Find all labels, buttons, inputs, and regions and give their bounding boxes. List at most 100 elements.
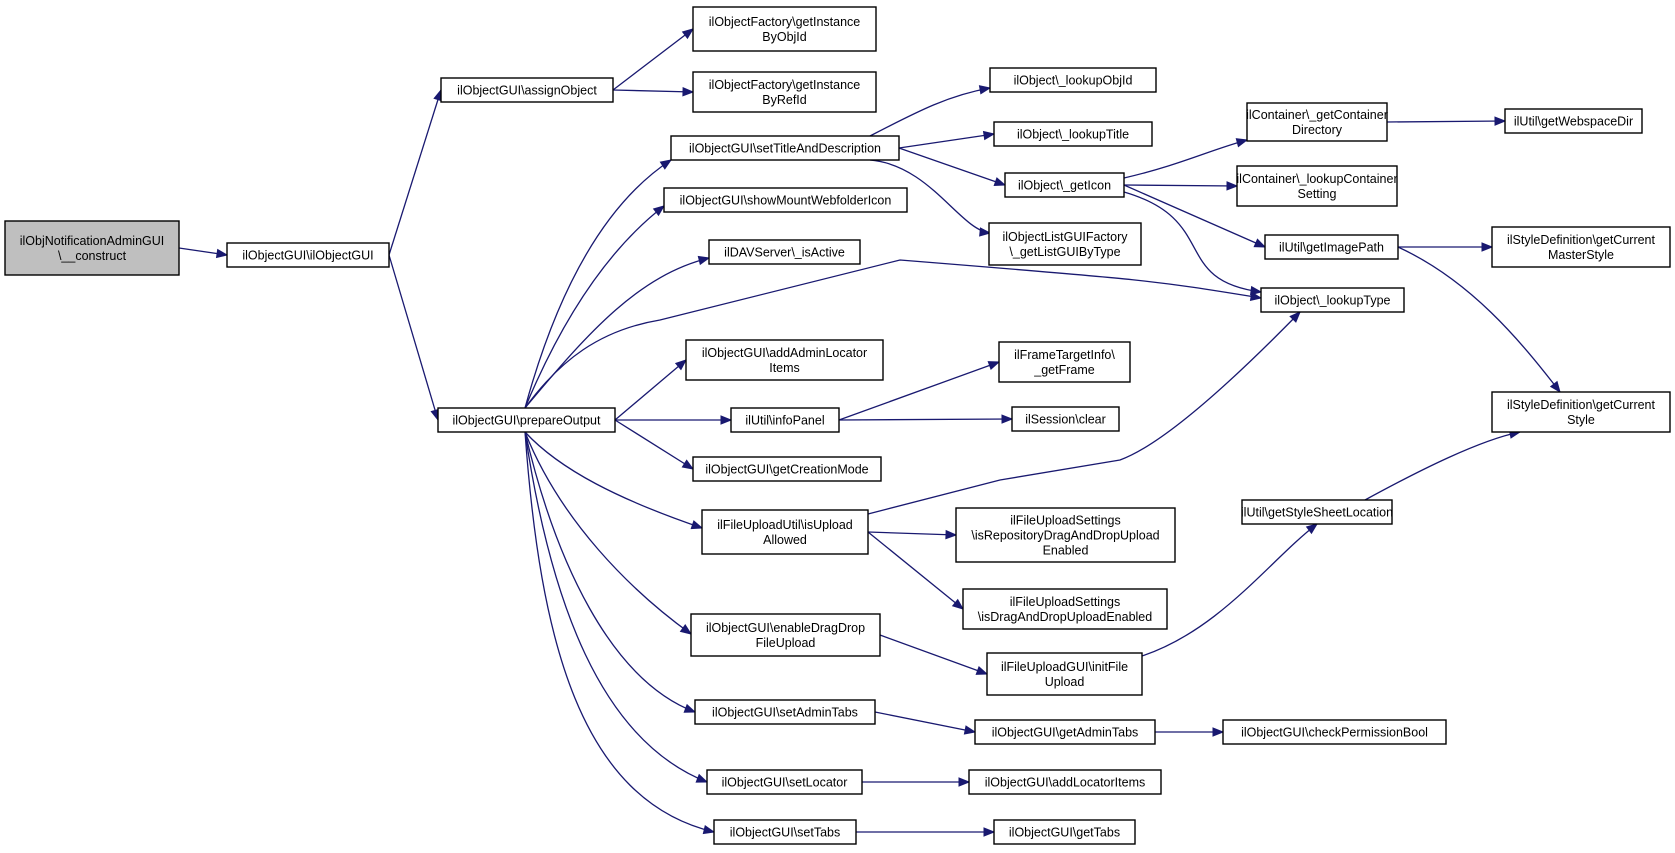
edge-enabledd-to-initupload bbox=[879, 634, 989, 675]
node-checkperm-box bbox=[1222, 719, 1447, 745]
node-settitle[interactable]: ilObjectGUI\setTitleAndDescription bbox=[670, 135, 900, 161]
edge-geticon-to-contdir-line bbox=[1123, 139, 1248, 179]
node-setadmintabs-label-0: ilObjectGUI\setAdminTabs bbox=[712, 706, 858, 720]
node-masterstyle-box bbox=[1491, 226, 1671, 268]
node-ctor-box bbox=[226, 242, 390, 268]
node-gettabs[interactable]: ilObjectGUI\getTabs bbox=[993, 819, 1136, 845]
node-repodd[interactable]: ilFileUploadSettings\isRepositoryDragAnd… bbox=[955, 507, 1176, 563]
edge-prepare-to-mount-line bbox=[524, 205, 665, 409]
node-stylesheet[interactable]: ilUtil\getStyleSheetLocation bbox=[1241, 499, 1393, 525]
node-lookupobjid[interactable]: ilObject\_lookupObjId bbox=[989, 67, 1157, 93]
node-lookuptype-label-0: ilObject\_lookupType bbox=[1274, 294, 1390, 308]
node-listgui[interactable]: ilObjectListGUIFactory\_getListGUIByType bbox=[988, 222, 1142, 266]
node-frame-box bbox=[998, 341, 1131, 383]
edge-prepare-to-adminloc-line bbox=[614, 359, 687, 421]
node-adminloc-label-0: ilObjectGUI\addAdminLocator bbox=[702, 346, 867, 360]
node-checkperm[interactable]: ilObjectGUI\checkPermissionBool bbox=[1222, 719, 1447, 745]
node-session[interactable]: ilSession\clear bbox=[1011, 406, 1120, 432]
node-adminloc-box bbox=[685, 339, 884, 381]
node-enabledd-label-0: ilObjectGUI\enableDragDrop bbox=[706, 621, 865, 635]
node-prepare-box bbox=[437, 407, 616, 433]
edge-geticon-to-lookuptype bbox=[1123, 191, 1263, 296]
node-contsetting-label-1: Setting bbox=[1298, 187, 1337, 201]
node-settabs[interactable]: ilObjectGUI\setTabs bbox=[713, 819, 857, 845]
node-addlocitems[interactable]: ilObjectGUI\addLocatorItems bbox=[968, 769, 1162, 795]
edge-root-to-ctor-arrowhead bbox=[215, 248, 229, 259]
node-infopanel-label-0: ilUtil\infoPanel bbox=[745, 414, 824, 428]
node-dav[interactable]: ilDAVServer\_isActive bbox=[708, 239, 861, 265]
node-ddenabled[interactable]: ilFileUploadSettings\isDragAndDropUpload… bbox=[962, 588, 1168, 630]
node-imagepath[interactable]: ilUtil\getImagePath bbox=[1264, 234, 1399, 260]
node-addlocitems-box bbox=[968, 769, 1162, 795]
edge-prepare-to-lookuptype-line bbox=[524, 259, 1262, 409]
node-ctor-label-0: ilObjectGUI\ilObjectGUI bbox=[242, 249, 373, 263]
node-prepare-label-0: ilObjectGUI\prepareOutput bbox=[453, 414, 602, 428]
edge-settitle-to-lookuptitle bbox=[898, 130, 996, 149]
edge-setadmintabs-to-getadmintabs-arrowhead bbox=[963, 725, 977, 735]
edge-settitle-to-lookupobjid-line bbox=[869, 87, 991, 137]
node-root[interactable]: ilObjNotificationAdminGUI\__construct bbox=[4, 220, 180, 276]
edge-assign-to-getinst_obj-arrowhead bbox=[681, 28, 695, 40]
node-geticon[interactable]: ilObject\_getIcon bbox=[1004, 172, 1125, 198]
node-imagepath-box bbox=[1264, 234, 1399, 260]
node-webspace[interactable]: ilUtil\getWebspaceDir bbox=[1504, 108, 1643, 134]
edge-imagepath-to-masterstyle-arrowhead bbox=[1481, 242, 1494, 252]
node-settabs-box bbox=[713, 819, 857, 845]
node-initupload-label-1: Upload bbox=[1045, 675, 1085, 689]
node-upload-box bbox=[701, 509, 869, 555]
edge-contdir-to-webspace-line bbox=[1386, 120, 1506, 123]
edge-geticon-to-lookuptype-arrowhead bbox=[1249, 285, 1263, 296]
node-ctor[interactable]: ilObjectGUI\ilObjectGUI bbox=[226, 242, 390, 268]
edge-prepare-to-settitle bbox=[524, 159, 673, 409]
node-lookuptype[interactable]: ilObject\_lookupType bbox=[1260, 287, 1405, 313]
edge-upload-to-lookuptype bbox=[867, 311, 1301, 515]
node-curstyle-label-0: ilStyleDefinition\getCurrent bbox=[1507, 398, 1656, 412]
node-creation-box bbox=[692, 456, 882, 482]
node-curstyle-box bbox=[1491, 391, 1671, 433]
node-setadmintabs-box bbox=[694, 699, 876, 725]
edge-prepare-to-upload bbox=[524, 431, 704, 530]
node-setlocator-box bbox=[706, 769, 863, 795]
edge-upload-to-lookuptype-line bbox=[867, 311, 1301, 515]
node-upload-label-1: Allowed bbox=[763, 533, 807, 547]
edge-ctor-to-assign bbox=[388, 88, 443, 256]
edge-infopanel-to-session-arrowhead bbox=[1001, 414, 1014, 424]
node-setlocator[interactable]: ilObjectGUI\setLocator bbox=[706, 769, 863, 795]
node-dav-box bbox=[708, 239, 861, 265]
node-infopanel[interactable]: ilUtil\infoPanel bbox=[730, 407, 840, 433]
node-creation[interactable]: ilObjectGUI\getCreationMode bbox=[692, 456, 882, 482]
edge-prepare-to-mount bbox=[524, 205, 666, 409]
node-setadmintabs[interactable]: ilObjectGUI\setAdminTabs bbox=[694, 699, 876, 725]
edge-setadmintabs-to-getadmintabs bbox=[874, 711, 977, 735]
node-dav-label-0: ilDAVServer\_isActive bbox=[724, 246, 845, 260]
node-getinst_ref-box bbox=[692, 71, 877, 113]
node-getadmintabs[interactable]: ilObjectGUI\getAdminTabs bbox=[974, 719, 1156, 745]
edge-settitle-to-geticon-line bbox=[898, 147, 1006, 186]
node-ddenabled-label-1: \isDragAndDropUploadEnabled bbox=[978, 610, 1152, 624]
edge-settabs-to-gettabs-arrowhead bbox=[983, 827, 996, 837]
node-listgui-box bbox=[988, 222, 1142, 266]
node-webspace-box bbox=[1504, 108, 1643, 134]
node-assign[interactable]: ilObjectGUI\assignObject bbox=[440, 77, 614, 103]
node-session-box bbox=[1011, 406, 1120, 432]
node-contsetting-box bbox=[1236, 165, 1398, 207]
edge-upload-to-ddenabled bbox=[867, 531, 965, 610]
node-enabledd-label-1: FileUpload bbox=[756, 636, 816, 650]
node-frame[interactable]: ilFrameTargetInfo\_getFrame bbox=[998, 341, 1131, 383]
edge-prepare-to-setlocator-line bbox=[524, 431, 708, 783]
edge-geticon-to-contdir bbox=[1123, 138, 1249, 179]
node-mount-box bbox=[663, 187, 908, 213]
node-mount[interactable]: ilObjectGUI\showMountWebfolderIcon bbox=[663, 187, 908, 213]
node-prepare[interactable]: ilObjectGUI\prepareOutput bbox=[437, 407, 616, 433]
node-lookuptitle[interactable]: ilObject\_lookupTitle bbox=[993, 121, 1153, 147]
